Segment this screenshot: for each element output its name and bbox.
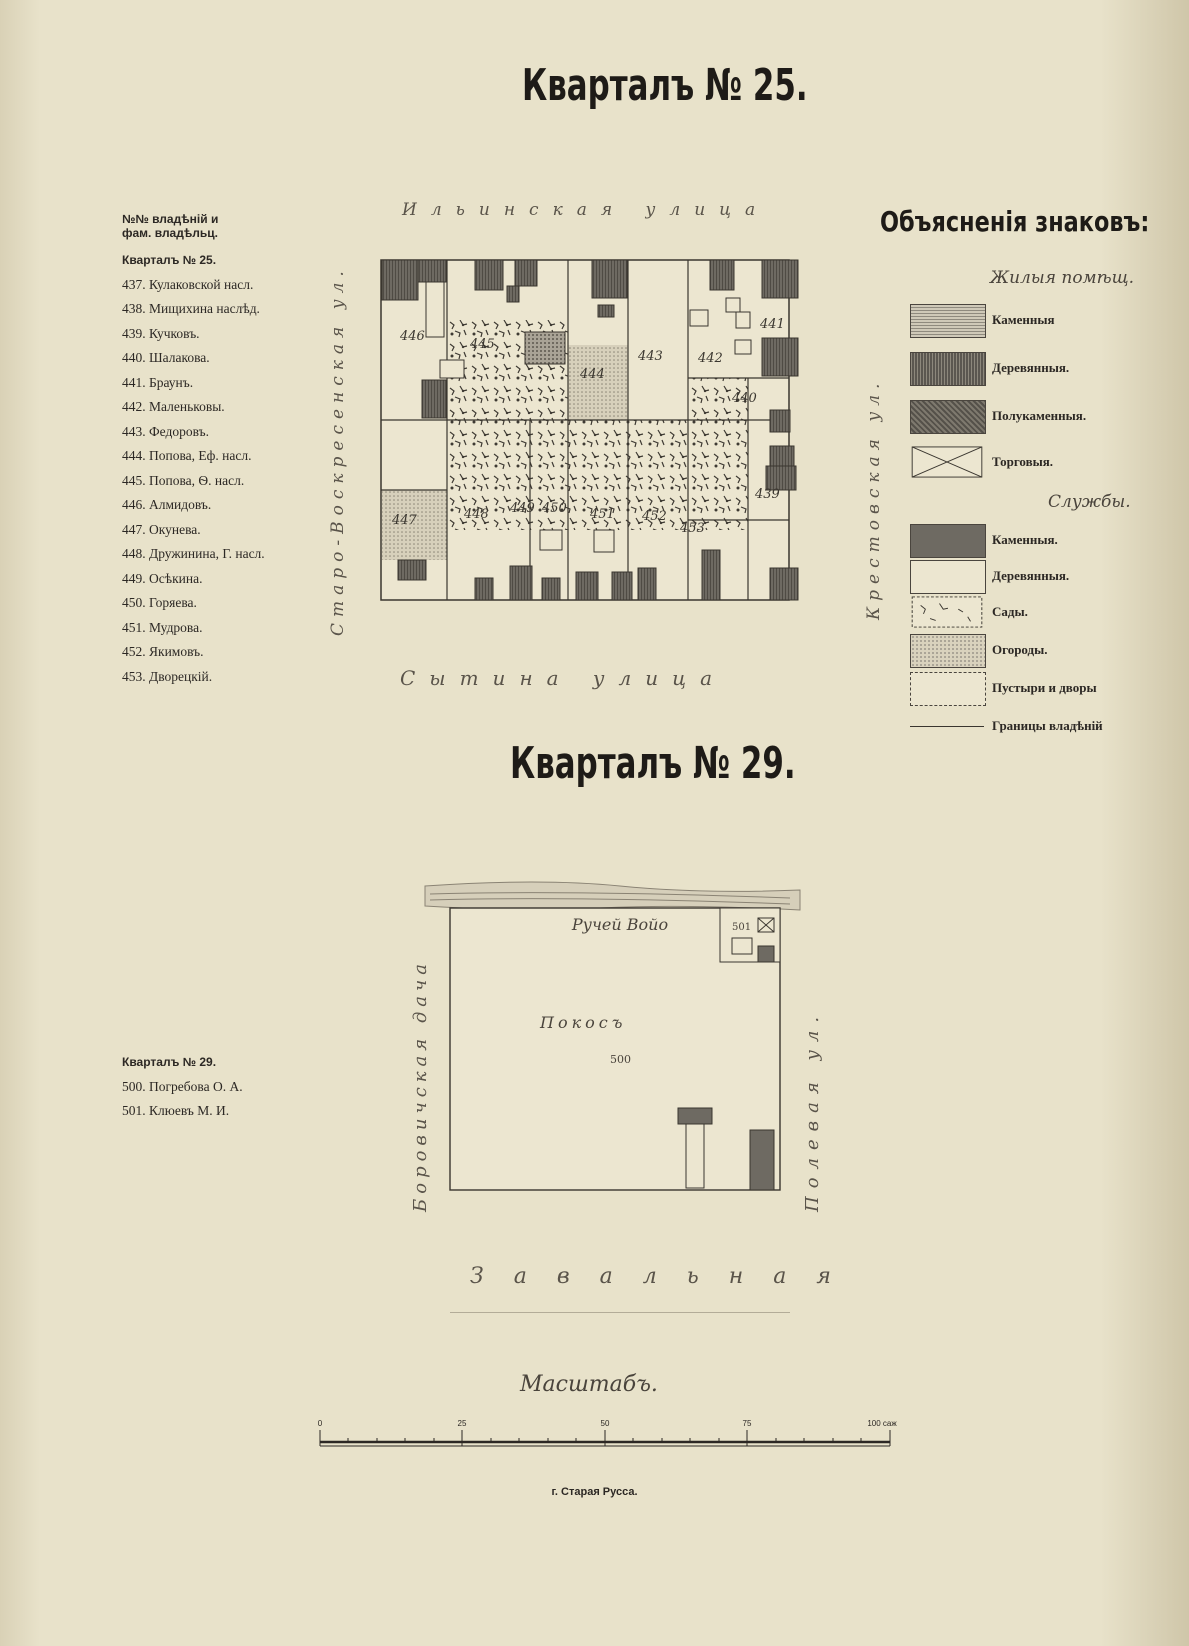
legend-title: Объясненія знаковъ: bbox=[880, 205, 1150, 238]
scale-tick-label: 100 саж bbox=[867, 1419, 897, 1428]
footer-city: г. Старая Русса. bbox=[551, 1486, 638, 1498]
legend-label: Огороды. bbox=[992, 642, 1048, 657]
owners-header-line2: фам. владѣльц. bbox=[122, 226, 218, 240]
list-item: 442. Маленьковы. bbox=[122, 399, 225, 414]
lot-label: 443 bbox=[637, 349, 663, 364]
scale-tick-label: 0 bbox=[318, 1419, 323, 1428]
scale-tick-label: 75 bbox=[743, 1419, 752, 1428]
quarter-29-title: Кварталъ № 29. bbox=[510, 738, 796, 789]
swatch-vegetable-garden bbox=[910, 634, 986, 668]
street-sytina: Сытина улица bbox=[400, 666, 726, 690]
list-item: 451. Мудрова. bbox=[122, 619, 203, 635]
lot-label: 445 bbox=[469, 337, 495, 352]
lot-label: 442 bbox=[697, 351, 723, 366]
legend-row: Огороды. bbox=[910, 634, 1170, 668]
field-label: Покосъ bbox=[539, 1013, 626, 1032]
legend-label: Торговыя. bbox=[992, 454, 1054, 469]
legend-label: Полукаменныя. bbox=[992, 408, 1087, 423]
legend-row: Пустыри и дворы bbox=[910, 672, 1170, 706]
swatch-yard bbox=[910, 672, 986, 706]
list-item: 443. Федоровъ. bbox=[122, 423, 209, 439]
lot-label: 440 bbox=[731, 391, 757, 406]
swatch-trade bbox=[911, 446, 983, 478]
lot-label: 448 bbox=[463, 507, 489, 522]
scale-tick-label: 25 bbox=[458, 1419, 467, 1428]
list-item: 445. Попова, Ѳ. насл. bbox=[122, 472, 245, 488]
lot-label: 452 bbox=[641, 509, 667, 524]
list-item: 446. Алмидовъ. bbox=[122, 497, 212, 512]
list-item: 501. Клюевъ М. И. bbox=[122, 1103, 230, 1118]
legend-row: Каменныя. bbox=[910, 524, 1170, 558]
legend-row: Торговыя. bbox=[910, 446, 1170, 480]
street-polevaya: Полевая ул. bbox=[802, 1008, 823, 1212]
lot-500-label: 500 bbox=[610, 1053, 631, 1066]
list-item: 449. Осѣкина. bbox=[122, 570, 203, 586]
owners-list-q29: Кварталъ № 29. 500. Погребова О. А. 501.… bbox=[122, 1050, 243, 1124]
legend-row: Полукаменныя. bbox=[910, 400, 1170, 434]
street-ilinskaya: Ильинская улица bbox=[402, 200, 770, 220]
legend-row: Каменныя bbox=[910, 304, 1170, 338]
creek-label: Ручей Войо bbox=[571, 915, 668, 934]
list-item: 439. Кучковъ. bbox=[122, 325, 200, 341]
lot-label: 447 bbox=[391, 513, 418, 528]
legend-label: Границы владѣній bbox=[992, 718, 1103, 733]
legend-row: Границы владѣній bbox=[910, 710, 1170, 744]
list-item: 447. Окунева. bbox=[122, 521, 201, 537]
street-zavalnaya: Завальная bbox=[470, 1264, 861, 1289]
lot-label: 444 bbox=[579, 367, 605, 382]
list-item: 452. Якимовъ. bbox=[122, 644, 204, 659]
list-item: 450. Горяева. bbox=[122, 595, 197, 610]
swatch-service-wood bbox=[910, 560, 986, 594]
legend-label: Каменныя bbox=[992, 312, 1055, 327]
list-item: 438. Мищихина наслѣд. bbox=[122, 301, 260, 316]
legend-label: Деревянныя. bbox=[992, 360, 1070, 375]
scale-tick-label: 50 bbox=[601, 1419, 610, 1428]
lot-label: 453 bbox=[679, 521, 705, 536]
lot-label: 449 bbox=[509, 501, 535, 516]
list-item: 437. Кулаковской насл. bbox=[122, 276, 254, 292]
list-item: 440. Шалакова. bbox=[122, 350, 210, 365]
street-staro-voskresenskaya: Старо-Воскресенская ул. bbox=[328, 265, 348, 636]
lot-label: 441 bbox=[759, 317, 785, 332]
legend-label: Сады. bbox=[992, 604, 1028, 619]
legend-row: Сады. bbox=[910, 596, 1170, 630]
divider bbox=[450, 1312, 790, 1313]
scale-title: Масштабъ. bbox=[520, 1372, 658, 1397]
lot-label: 446 bbox=[399, 329, 425, 344]
swatch-service-stone bbox=[910, 524, 986, 558]
list-item: 444. Попова, Еф. насл. bbox=[122, 448, 252, 463]
lot-501-label: 501 bbox=[732, 922, 751, 933]
quarter-29-map: Ручей Войо Покосъ 500 501 bbox=[424, 881, 801, 1191]
swatch-garden bbox=[911, 596, 983, 628]
list-item: 453. Дворецкій. bbox=[122, 668, 213, 684]
list-item: 441. Браунъ. bbox=[122, 374, 194, 390]
swatch-stone bbox=[910, 304, 986, 338]
lot-label: 451 bbox=[589, 507, 615, 522]
legend-services-heading: Службы. bbox=[1048, 492, 1131, 512]
swatch-boundary bbox=[910, 726, 984, 727]
legend-residential-heading: Жилыя помѣщ. bbox=[990, 268, 1135, 288]
q29-list-heading: Кварталъ № 29. bbox=[122, 1055, 217, 1069]
list-item: 500. Погребова О. А. bbox=[122, 1078, 243, 1094]
lot-label: 450 bbox=[541, 501, 567, 516]
q25-list-heading: Кварталъ № 25. bbox=[122, 253, 217, 267]
legend-row: Деревянныя. bbox=[910, 352, 1170, 386]
list-item: 448. Дружинина, Г. насл. bbox=[122, 546, 265, 561]
legend-label: Деревянныя. bbox=[992, 568, 1070, 583]
swatch-wood bbox=[910, 352, 986, 386]
lot-label: 439 bbox=[754, 487, 780, 502]
legend-row: Деревянныя. bbox=[910, 560, 1170, 594]
legend-label: Пустыри и дворы bbox=[992, 680, 1097, 695]
quarter-25-map: 446 445 444 443 442 441 440 447 448 449 … bbox=[380, 259, 799, 601]
scale-bar: 0 25 50 75 100 саж bbox=[318, 1419, 897, 1447]
legend-label: Каменныя. bbox=[992, 532, 1058, 547]
street-krestovskaya: Крестовская ул. bbox=[864, 377, 884, 620]
owners-list-q25: №№ владѣній и фам. владѣльц. Кварталъ № … bbox=[122, 212, 265, 689]
street-borovichskaya: Боровичская дача bbox=[410, 959, 431, 1212]
owners-header-line1: №№ владѣній и bbox=[122, 212, 219, 226]
swatch-half-stone bbox=[910, 400, 986, 434]
quarter-25-title: Кварталъ № 25. bbox=[522, 60, 808, 111]
